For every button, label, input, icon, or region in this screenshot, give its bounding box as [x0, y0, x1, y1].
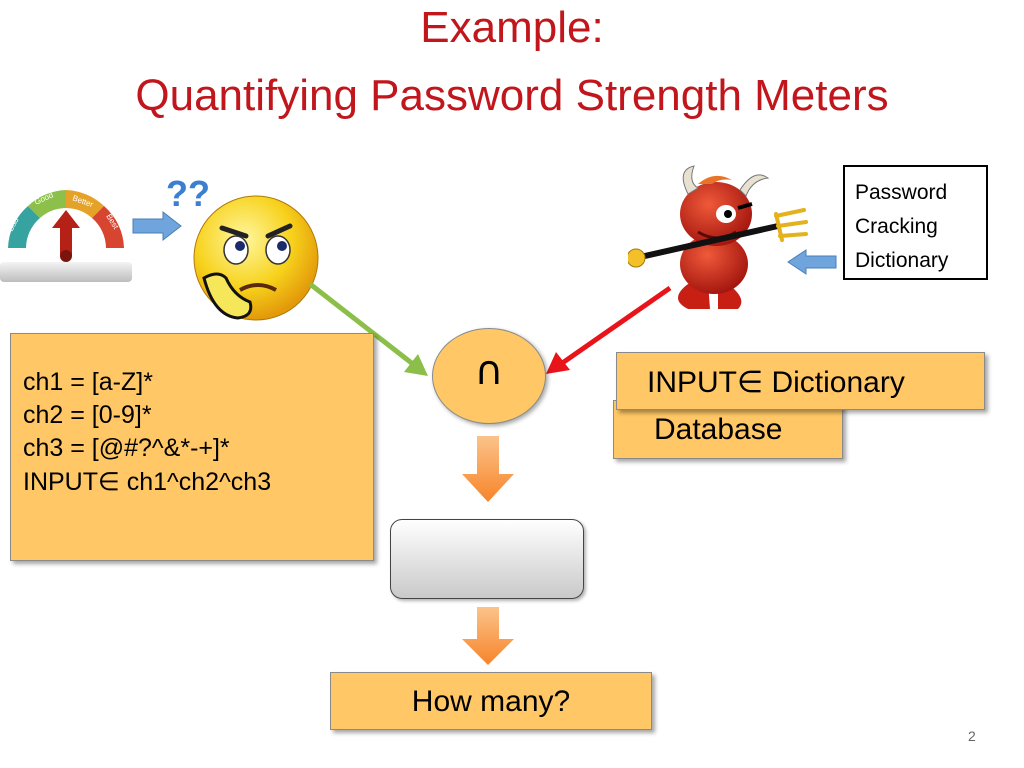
rule-input: INPUT∈ ch1^ch2^ch3: [23, 465, 361, 499]
result-box: [390, 519, 584, 599]
orange-down-arrow-icon: [462, 436, 514, 502]
red-arrow-icon: [546, 285, 672, 374]
dictionary-line3: Dictionary: [855, 249, 949, 272]
input-dictionary-suffix: Dictionary: [763, 366, 905, 399]
devil-icon: [628, 165, 808, 309]
rule-ch2: ch2 = [0-9]*: [23, 401, 152, 429]
character-rules-box: ch1 = [a-Z]* ch2 = [0-9]* ch3 = [@#?^&*-…: [10, 333, 374, 561]
rule-ch1: ch1 = [a-Z]*: [23, 368, 153, 396]
intersection-node: ∩: [432, 328, 546, 424]
database-label: Database: [654, 413, 783, 446]
rule-input-prefix: INPUT: [23, 468, 98, 496]
slide-title-line1: Example:: [420, 3, 604, 52]
dictionary-line2: Cracking: [855, 215, 938, 238]
confused-smiley-icon: ??: [166, 173, 319, 321]
blue-arrow-left-icon: [787, 249, 837, 275]
page-number: 2: [968, 728, 976, 744]
intersection-symbol: ∩: [474, 348, 504, 394]
password-cracking-dictionary-box: Password Cracking Dictionary: [843, 165, 988, 280]
input-dictionary-prefix: INPUT: [647, 366, 737, 399]
dictionary-line1: Password: [855, 181, 948, 204]
element-of-symbol: ∈: [98, 467, 120, 496]
rule-ch3: ch3 = [@#?^&*-+]*: [23, 434, 230, 462]
input-dictionary-label: INPUT∈ Dictionary: [647, 365, 905, 400]
orange-down-arrow-icon: [462, 607, 514, 665]
how-many-box: How many?: [330, 672, 652, 730]
element-of-symbol: ∈: [737, 365, 764, 400]
rule-input-suffix: ch1^ch2^ch3: [119, 468, 272, 496]
slide-title-line2: Quantifying Password Strength Meters: [135, 71, 889, 120]
input-dictionary-box: INPUT∈ Dictionary: [616, 352, 985, 410]
question-marks-icon: ??: [166, 173, 210, 214]
blue-arrow-icon: [132, 210, 182, 242]
green-arrow-icon: [308, 282, 428, 376]
strength-meter-icon: Bad Good Better Best: [0, 190, 132, 282]
